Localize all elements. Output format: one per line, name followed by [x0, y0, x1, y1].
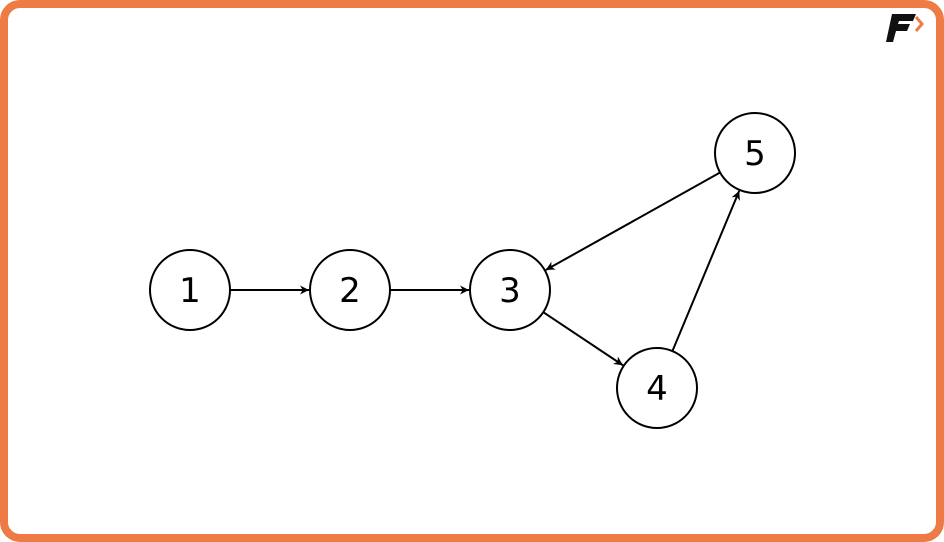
- node-2: 2: [309, 249, 391, 331]
- node-4: 4: [616, 347, 698, 429]
- node-circle: [309, 249, 391, 331]
- node-circle: [149, 249, 231, 331]
- node-label: 4: [646, 369, 668, 409]
- node-5: 5: [714, 112, 796, 194]
- node-label: 2: [339, 271, 361, 311]
- edge-3-to-4: [542, 311, 624, 367]
- node-label: 5: [744, 134, 766, 174]
- node-circle: [616, 347, 698, 429]
- node-label: 3: [499, 271, 521, 311]
- node-circle: [714, 112, 796, 194]
- node-circle: [469, 249, 551, 331]
- logo-icon: [886, 14, 924, 42]
- node-label: 1: [179, 271, 201, 311]
- node-3: 3: [469, 249, 551, 331]
- node-1: 1: [149, 249, 231, 331]
- edge-5-to-3: [545, 171, 721, 271]
- edge-4-to-5: [671, 190, 741, 352]
